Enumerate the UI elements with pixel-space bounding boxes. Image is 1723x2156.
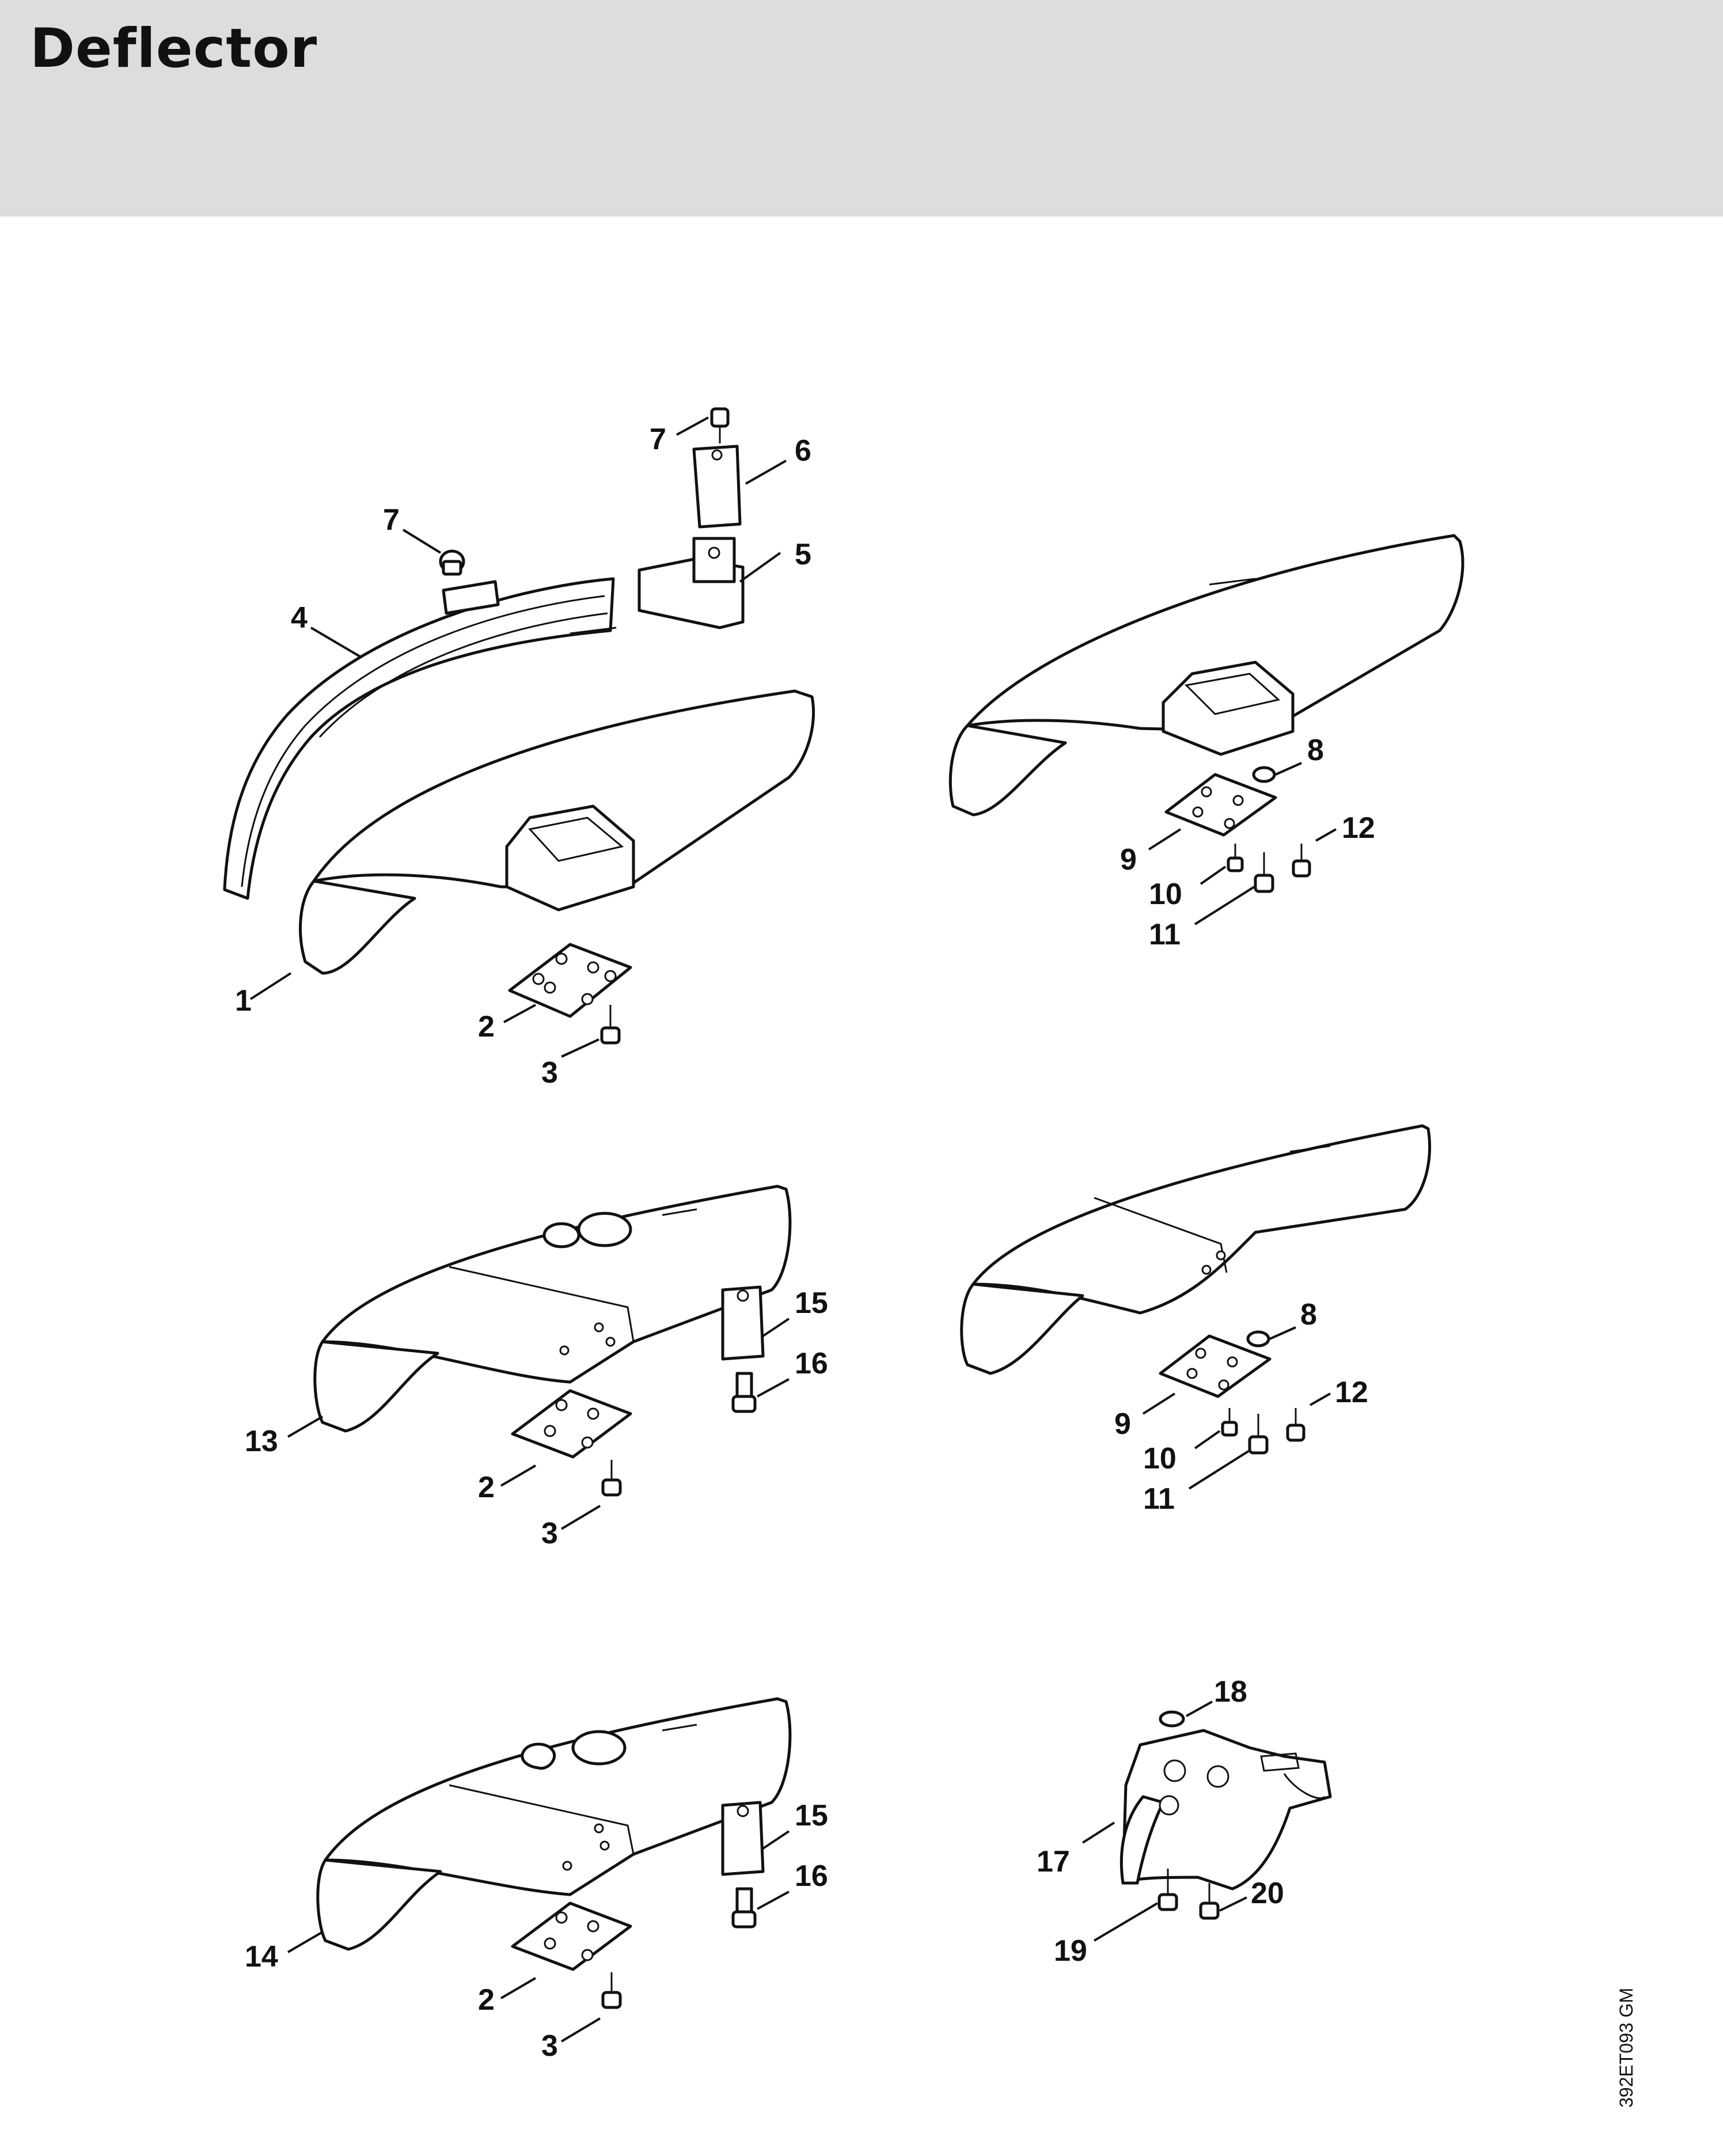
callout-11: 11 (1149, 918, 1181, 951)
part-8-washer-d (1246, 1330, 1270, 1348)
callout-13: 13 (245, 1425, 278, 1458)
part-14-deflector (324, 1697, 792, 1896)
callout-20: 20 (1251, 1877, 1284, 1910)
callout-8: 8 (1307, 734, 1324, 767)
callout-17: 17 (1037, 1845, 1070, 1878)
callout-2-e: 2 (478, 1983, 495, 2017)
callout-5: 5 (795, 538, 811, 571)
callout-7-left: 7 (383, 503, 400, 537)
part-2-plate (508, 943, 632, 1018)
callout-19: 19 (1054, 1934, 1087, 1968)
part-9-plate (1164, 773, 1277, 837)
part-7-screw-top (710, 407, 730, 443)
callout-3-c: 3 (541, 1517, 558, 1550)
callout-2-c: 2 (478, 1471, 495, 1504)
part-15-clip (721, 1285, 765, 1361)
part-1-deflector (312, 689, 815, 889)
part-10-screw-d (1221, 1408, 1238, 1437)
part-10-screw (1227, 844, 1244, 872)
callout-12-d: 12 (1335, 1376, 1368, 1409)
part-6-block (692, 445, 742, 529)
part-7-screw-left (439, 549, 465, 576)
part-11-screw (1254, 852, 1274, 893)
callout-12: 12 (1342, 811, 1375, 845)
callout-10-d: 10 (1143, 1442, 1177, 1475)
assembly-f: 17 18 19 20 (1037, 1675, 1332, 1968)
part-4-tab (442, 580, 500, 615)
callout-8-d: 8 (1300, 1298, 1317, 1331)
part-3-bolt-e (601, 1972, 622, 2009)
page-title: Deflector (30, 17, 318, 80)
callout-2: 2 (478, 1010, 495, 1043)
callout-15: 15 (795, 1286, 828, 1320)
assembly-b: 8 9 10 11 12 (948, 534, 1464, 951)
callout-18: 18 (1214, 1675, 1247, 1709)
part-20-screw (1199, 1883, 1220, 1920)
part-8-washer (1252, 766, 1276, 783)
part-12-screw (1292, 844, 1311, 878)
callout-9-d: 9 (1114, 1407, 1131, 1441)
part-deflector-d (971, 1124, 1432, 1315)
assembly-a: 1 2 3 4 5 6 7 7 (223, 407, 815, 1090)
part-19-screw (1157, 1869, 1178, 1911)
part-18-washer (1159, 1710, 1185, 1728)
callout-9: 9 (1120, 843, 1137, 876)
part-11-screw-d (1248, 1414, 1269, 1455)
callout-16-e: 16 (795, 1859, 828, 1893)
part-2-plate-e (511, 1901, 632, 1971)
assembly-c: 13 2 3 15 16 (245, 1185, 828, 1550)
callout-3: 3 (541, 1056, 558, 1090)
part-3-bolt-c (601, 1460, 622, 1497)
assembly-e: 14 2 3 15 16 (245, 1697, 828, 2063)
part-16-screw-e (731, 1887, 757, 1929)
callout-3-e: 3 (541, 2029, 558, 2063)
part-9-plate-d (1159, 1334, 1272, 1398)
callout-7-top: 7 (650, 423, 666, 456)
part-13-deflector (321, 1185, 792, 1384)
callout-6: 6 (795, 434, 811, 468)
drawing-code: 392ET093 GM (1616, 1987, 1637, 2108)
callout-4: 4 (291, 601, 308, 635)
part-3-bolt (600, 1005, 621, 1045)
callout-16: 16 (795, 1347, 828, 1380)
page-header: Deflector (0, 0, 1723, 217)
callout-15-e: 15 (795, 1799, 828, 1832)
part-15-clip-e (721, 1801, 765, 1876)
part-12-screw-d (1286, 1408, 1305, 1442)
callout-11-d: 11 (1143, 1482, 1175, 1516)
callout-14: 14 (245, 1940, 278, 1973)
part-deflector-b (966, 534, 1464, 733)
part-16-screw (731, 1372, 757, 1413)
callout-1: 1 (235, 984, 252, 1018)
callout-10: 10 (1149, 878, 1182, 911)
assembly-d: 8 9 10 11 12 (960, 1124, 1432, 1516)
deflector-exploded-diagram: 1 2 3 4 5 6 7 7 (223, 407, 1464, 2063)
part-2-plate-c (511, 1389, 632, 1459)
part-4-rail (223, 577, 615, 900)
